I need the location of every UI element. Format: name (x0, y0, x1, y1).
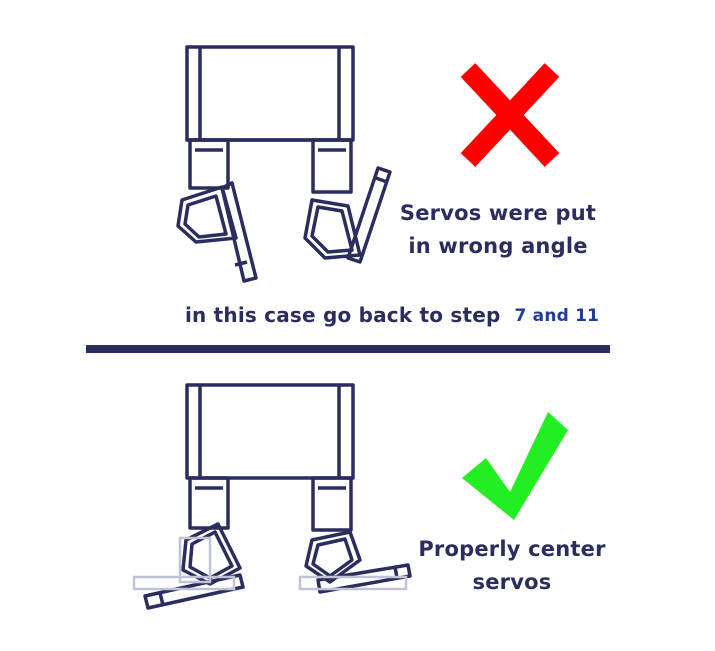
wrong-angle-caption: Servos were put in wrong angle (368, 197, 628, 262)
right-servo-housing-top (303, 198, 362, 260)
step-note: in this case go back to step 7 and 11 (185, 300, 599, 331)
right-foot-plate-wrong (346, 166, 392, 264)
correct-caption-line1: Properly center (418, 537, 606, 561)
right-leg-upper-top (311, 138, 353, 194)
left-foot-plate-correct (143, 573, 245, 610)
wrong-caption-line1: Servos were put (399, 201, 597, 225)
left-servo-housing-top (176, 185, 238, 244)
ghost-foot-outlines (132, 536, 408, 591)
left-leg-upper-top (188, 138, 230, 190)
step-numbers: 7 and 11 (514, 306, 600, 326)
correct-robot (143, 383, 412, 610)
x-mark-icon (460, 63, 560, 167)
right-servo-housing-bottom (304, 530, 362, 584)
right-leg-upper-bottom (311, 476, 353, 532)
correct-caption-line2: servos (472, 569, 552, 594)
correct-caption: Properly center servos (382, 533, 642, 598)
wrong-caption-line2: in wrong angle (408, 233, 588, 258)
section-divider (86, 345, 610, 353)
step-note-text: in this case go back to step (185, 303, 501, 327)
check-mark-icon (462, 412, 568, 520)
left-foot-plate-wrong (220, 181, 258, 283)
robot-body-top (185, 45, 355, 142)
robot-body-bottom (185, 383, 355, 480)
left-leg-upper-bottom (188, 476, 230, 530)
